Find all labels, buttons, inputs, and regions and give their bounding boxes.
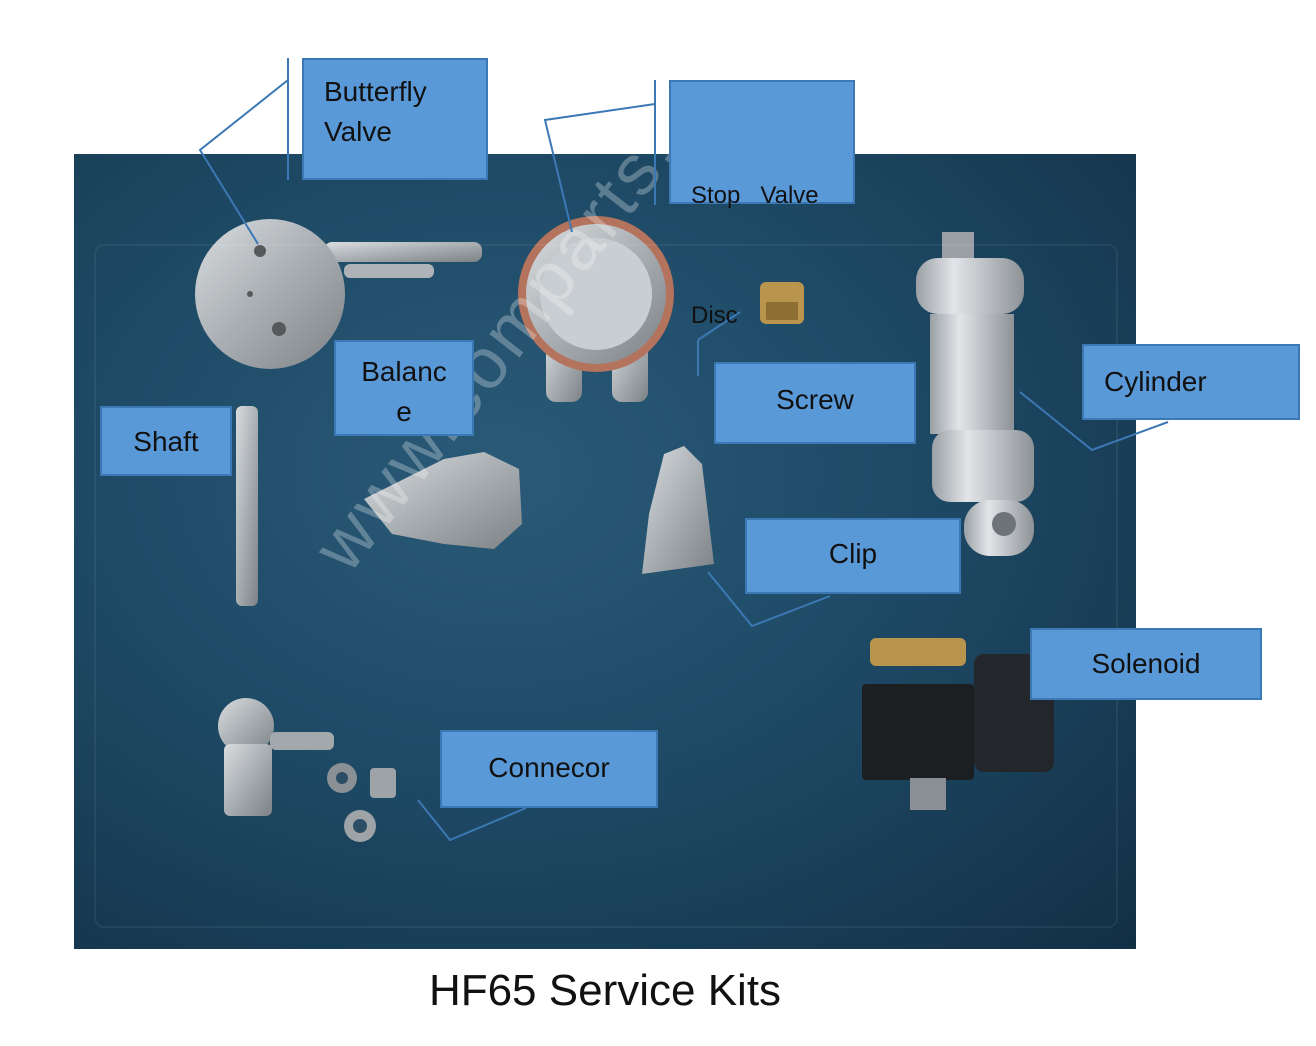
stop-valve-disc-callout: Stop Valve Disc — [669, 80, 855, 329]
butterfly-valve-label-line2: Valve — [324, 116, 392, 147]
screw-part — [760, 282, 804, 324]
tray-rim — [94, 244, 1118, 928]
stop-valve-disc-part — [518, 216, 674, 402]
connector-part — [218, 698, 396, 842]
cylinder-label: Cylinder — [1104, 366, 1207, 397]
clip-callout: Clip — [745, 518, 961, 594]
screw-label: Screw — [776, 384, 854, 415]
clip-part — [642, 446, 714, 574]
solenoid-label: Solenoid — [1091, 648, 1201, 679]
clip-label: Clip — [828, 538, 878, 569]
butterfly-valve-part — [195, 219, 482, 369]
page-title: HF65 Service Kits — [428, 966, 782, 1015]
butterfly-valve-label-line1: Butterfly — [324, 76, 427, 107]
shaft-label: Shaft — [133, 426, 199, 457]
connector-callout: Connecor — [440, 730, 658, 808]
screw-callout: Screw — [714, 362, 916, 444]
stop-valve-disc-label-line2: Disc — [691, 302, 738, 329]
balance-callout: Balanc e — [334, 340, 474, 436]
stop-valve-disc-label-line1: Stop Valve — [691, 182, 819, 209]
shaft-part — [236, 406, 258, 606]
parts-illustration — [195, 216, 1054, 842]
solenoid-callout: Solenoid — [1030, 628, 1262, 700]
balance-label-line1: Balanc — [361, 356, 447, 387]
butterfly-valve-callout: Butterfly Valve — [302, 58, 488, 180]
balance-part — [364, 452, 522, 549]
balance-label-line2: e — [396, 396, 412, 427]
cylinder-callout: Cylinder — [1082, 344, 1300, 420]
cylinder-part — [916, 232, 1034, 556]
shaft-callout: Shaft — [100, 406, 232, 476]
connector-label: Connecor — [488, 752, 610, 783]
